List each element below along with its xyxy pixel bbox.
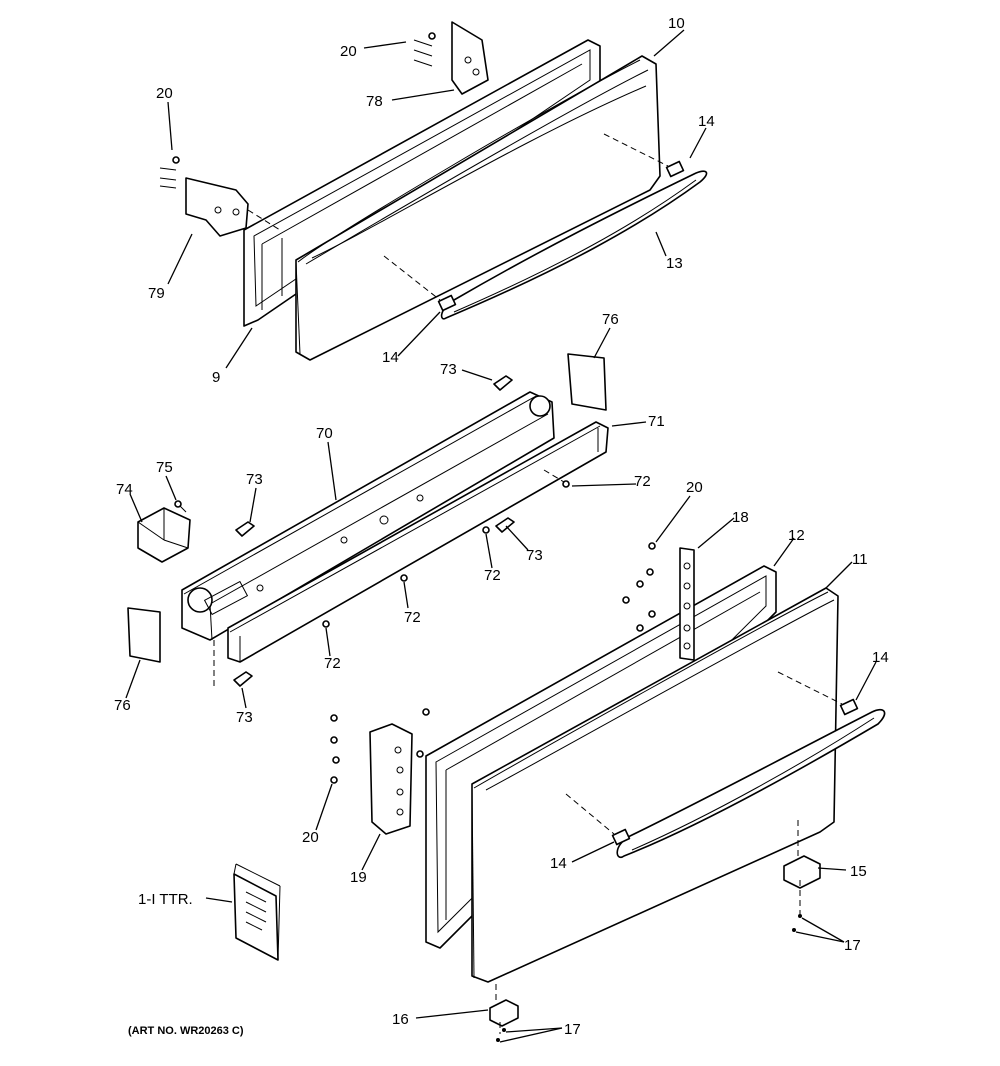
callout-20-lower-right: 20 [686, 479, 703, 496]
callout-73-left: 73 [246, 471, 263, 488]
callout-79: 79 [148, 285, 165, 302]
bracket-78 [451, 21, 489, 95]
screw-14-upper-right [603, 133, 685, 178]
screw-20-lower-left-group [330, 708, 430, 784]
end-cap-76-top [567, 353, 607, 411]
screw-75 [174, 500, 187, 513]
callout-15: 15 [850, 863, 867, 880]
callout-14-lower-left: 14 [550, 855, 567, 872]
callout-73-bottom: 73 [236, 709, 253, 726]
bracket-74 [137, 507, 191, 563]
callout-19: 19 [350, 869, 367, 886]
callout-20-top: 20 [340, 43, 357, 60]
callout-11: 11 [852, 551, 868, 568]
roller-15 [783, 820, 821, 932]
callout-18: 18 [732, 509, 749, 526]
callout-70: 70 [316, 425, 333, 442]
upper-drawer-front [295, 55, 661, 361]
end-cap-76-bottom [127, 607, 161, 663]
callout-17-right: 17 [844, 937, 861, 954]
callout-72-lower: 72 [404, 609, 421, 626]
rail-bar-71 [227, 421, 609, 663]
screw-20-upper-left-group [159, 156, 180, 189]
callout-73-top: 73 [440, 361, 457, 378]
screw-20-lower-right-group [622, 542, 656, 632]
callout-71: 71 [648, 413, 665, 430]
roller-16 [489, 984, 519, 1042]
lower-drawer-front [471, 587, 839, 983]
bumper-73-bottom [213, 640, 253, 690]
literature-booklet [233, 863, 281, 961]
callout-13: 13 [666, 255, 683, 272]
callout-20-upper-left: 20 [156, 85, 173, 102]
lower-handle [616, 708, 886, 859]
callout-74: 74 [116, 481, 133, 498]
screw-20-upper-right-group [413, 32, 436, 67]
callout-20-lower-left: 20 [302, 829, 319, 846]
screw-14-upper-left [383, 255, 457, 312]
callout-14-upper-left: 14 [382, 349, 399, 366]
callout-16: 16 [392, 1011, 409, 1028]
screw-14-lower-right [777, 671, 859, 716]
bracket-18 [679, 547, 695, 661]
callout-labels: 10 20 78 20 14 13 79 9 14 76 73 71 70 75… [114, 15, 889, 1038]
callout-14-lower-right: 14 [872, 649, 889, 666]
art-number: (ART NO. WR20263 C) [128, 1025, 244, 1037]
slide-rail-70 [181, 391, 555, 641]
callout-14-upper-right: 14 [698, 113, 715, 130]
bracket-19 [369, 723, 413, 835]
callout-12: 12 [788, 527, 805, 544]
callout-72-mid: 72 [484, 567, 501, 584]
callout-10: 10 [668, 15, 685, 32]
bumper-73-left [235, 521, 255, 537]
callout-73-mid: 73 [526, 547, 543, 564]
callout-72-bottom: 72 [324, 655, 341, 672]
callout-9: 9 [212, 369, 220, 386]
screw-14-lower-left [565, 793, 631, 846]
bracket-79 [185, 177, 281, 237]
screw-72-group [322, 469, 570, 628]
callout-75: 75 [156, 459, 173, 476]
bumper-73-top [493, 375, 513, 391]
bumper-73-mid [495, 517, 515, 533]
callout-17-bottom: 17 [564, 1021, 581, 1038]
leader-lines [125, 29, 877, 1043]
callout-literature: 1-I TTR. [138, 891, 193, 908]
callout-78: 78 [366, 93, 383, 110]
callout-76-bottom: 76 [114, 697, 131, 714]
callout-72-right: 72 [634, 473, 651, 490]
callout-76-top: 76 [602, 311, 619, 328]
